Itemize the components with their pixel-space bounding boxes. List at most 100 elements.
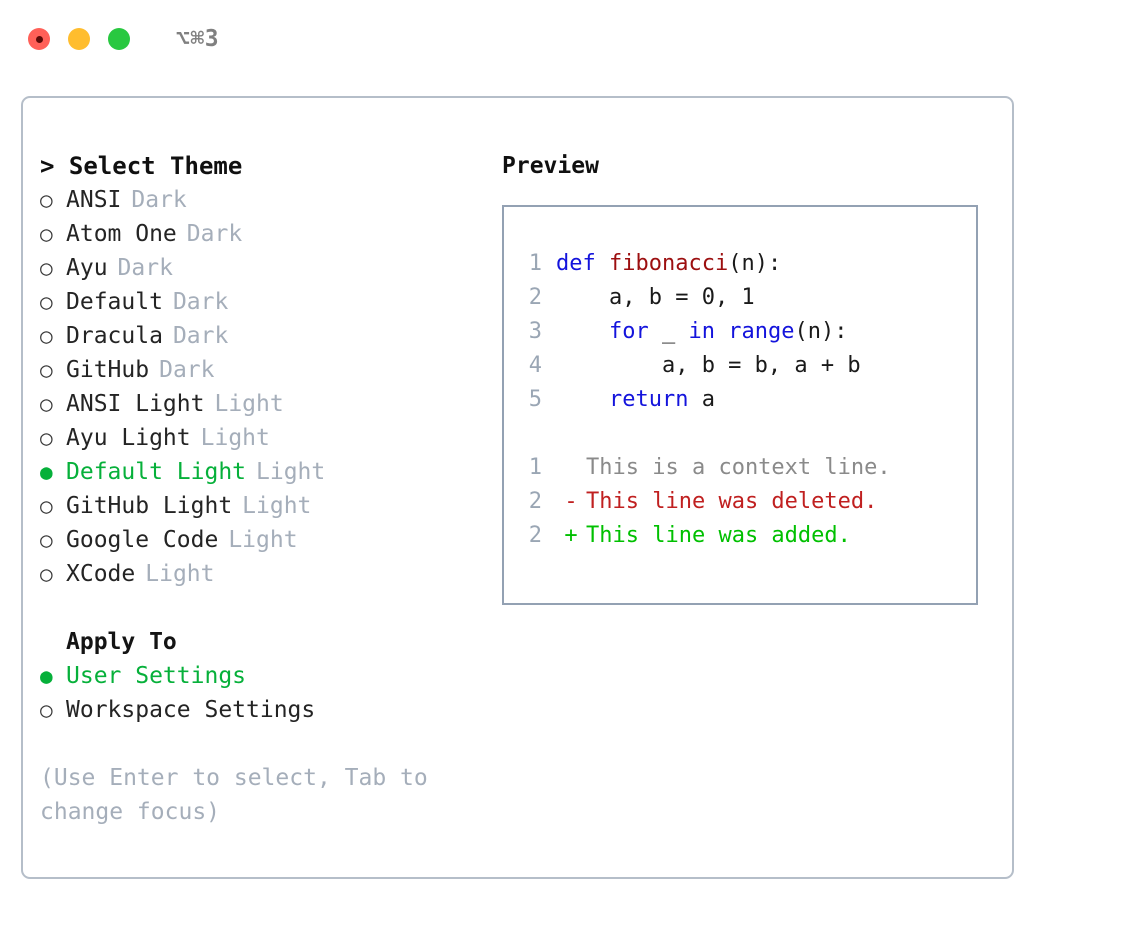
maximize-button-icon[interactable] — [108, 28, 130, 50]
line-number: 2 — [528, 489, 542, 514]
code-line: 5 return a — [504, 383, 976, 417]
code-text: a, b = 0, 1 — [556, 281, 755, 315]
code-text: return a — [556, 383, 715, 417]
theme-name-label: ANSI Light — [66, 391, 205, 417]
code-line: 1 def fibonacci(n): — [504, 247, 976, 281]
line-number: 1 — [528, 455, 542, 480]
theme-mode-tag: Light — [214, 391, 284, 417]
radio-unselected-icon: ○ — [40, 562, 53, 586]
diff-marker — [556, 451, 586, 485]
apply-to-item[interactable]: ● User Settings — [40, 659, 480, 693]
code-diff-separator — [504, 417, 976, 451]
diff-text: This is a context line. — [586, 455, 891, 480]
traffic-light-buttons — [28, 28, 130, 50]
code-token: a, b = 0, 1 — [556, 285, 755, 310]
code-token: return — [608, 387, 689, 412]
theme-mode-tag: Dark — [159, 357, 215, 383]
code-token: for — [608, 319, 649, 344]
radio-unselected-icon: ○ — [40, 358, 53, 382]
minimize-button-icon[interactable] — [68, 28, 90, 50]
radio-unselected-icon: ○ — [40, 528, 53, 552]
list-spacer — [40, 591, 480, 625]
line-number: 1 — [528, 251, 542, 276]
theme-mode-tag: Light — [256, 459, 326, 485]
code-token — [715, 319, 728, 344]
diff-text: This line was deleted. — [586, 489, 878, 514]
close-button-icon[interactable] — [28, 28, 50, 50]
theme-name-label: Ayu — [66, 255, 108, 281]
code-token: in — [688, 319, 715, 344]
code-line: 2 a, b = 0, 1 — [504, 281, 976, 315]
theme-name-label: GitHub Light — [66, 493, 233, 519]
radio-unselected-icon: ○ — [40, 256, 53, 280]
code-token: a, b = b, a + b — [556, 353, 861, 378]
code-token: range — [728, 319, 795, 344]
apply-to-item[interactable]: ○Workspace Settings — [40, 693, 480, 727]
theme-mode-tag: Dark — [117, 255, 173, 281]
diff-line: 2+This line was added. — [504, 519, 976, 553]
theme-list-item[interactable]: ● Default Light Light — [40, 455, 480, 489]
radio-unselected-icon: ○ — [40, 426, 53, 450]
radio-unselected-icon: ○ — [40, 392, 53, 416]
preview-heading: Preview — [502, 153, 599, 179]
theme-mode-tag: Light — [242, 493, 312, 519]
radio-selected-icon: ● — [40, 664, 53, 688]
code-token: (n): — [794, 319, 848, 344]
theme-name-label: Ayu Light — [66, 425, 191, 451]
diff-sample: 1 This is a context line. 2-This line was… — [504, 451, 976, 553]
code-text: a, b = b, a + b — [556, 349, 861, 383]
theme-name-label: Google Code — [66, 527, 219, 553]
diff-marker: - — [564, 489, 578, 514]
theme-mode-tag: Light — [200, 425, 270, 451]
theme-list-item[interactable]: ○ GitHub Light Light — [40, 489, 480, 523]
diff-line: 1 This is a context line. — [504, 451, 976, 485]
line-number: 3 — [528, 319, 542, 344]
theme-mode-tag: Dark — [172, 289, 229, 315]
diff-text: This line was added. — [586, 523, 851, 548]
theme-list-item[interactable]: ○ ANSI Light Light — [40, 387, 480, 421]
apply-to-list[interactable]: ● User Settings ○Workspace Settings — [40, 659, 480, 727]
radio-selected-icon: ● — [40, 460, 53, 484]
theme-mode-tag: Light — [145, 561, 215, 587]
radio-unselected-icon: ○ — [40, 494, 53, 518]
code-token: a — [688, 387, 715, 412]
theme-name-label: Default Light — [66, 459, 247, 485]
code-token — [556, 319, 609, 344]
theme-mode-tag: Light — [228, 527, 298, 553]
theme-name-label: Default — [66, 289, 163, 315]
theme-list-item[interactable]: ○ Ayu Dark — [40, 251, 480, 285]
line-number: 2 — [528, 523, 542, 548]
keyboard-hint-text: (Use Enter to select, Tab to change focu… — [40, 765, 442, 825]
radio-unselected-icon: ○ — [40, 324, 53, 348]
theme-name-label: GitHub — [66, 357, 150, 383]
code-text: for _ in range(n): — [556, 315, 847, 349]
code-token: (n): — [728, 251, 782, 276]
apply-to-heading: Apply To — [66, 629, 177, 655]
line-number: 4 — [528, 353, 542, 378]
code-token: def — [556, 251, 609, 276]
radio-unselected-icon: ○ — [40, 188, 53, 212]
code-token — [556, 387, 609, 412]
code-text: def fibonacci(n): — [556, 247, 781, 281]
apply-to-label: User Settings — [66, 663, 247, 689]
theme-list-item[interactable]: ○ Ayu Light Light — [40, 421, 480, 455]
theme-list-item[interactable]: ○ GitHub Dark — [40, 353, 480, 387]
code-token: _ — [648, 319, 689, 344]
theme-list-item[interactable]: ○ Google Code Light — [40, 523, 480, 557]
code-token: fibonacci — [608, 251, 729, 276]
code-line: 3 for _ in range(n): — [504, 315, 976, 349]
theme-mode-tag: Dark — [172, 323, 229, 349]
line-number: 5 — [528, 387, 542, 412]
